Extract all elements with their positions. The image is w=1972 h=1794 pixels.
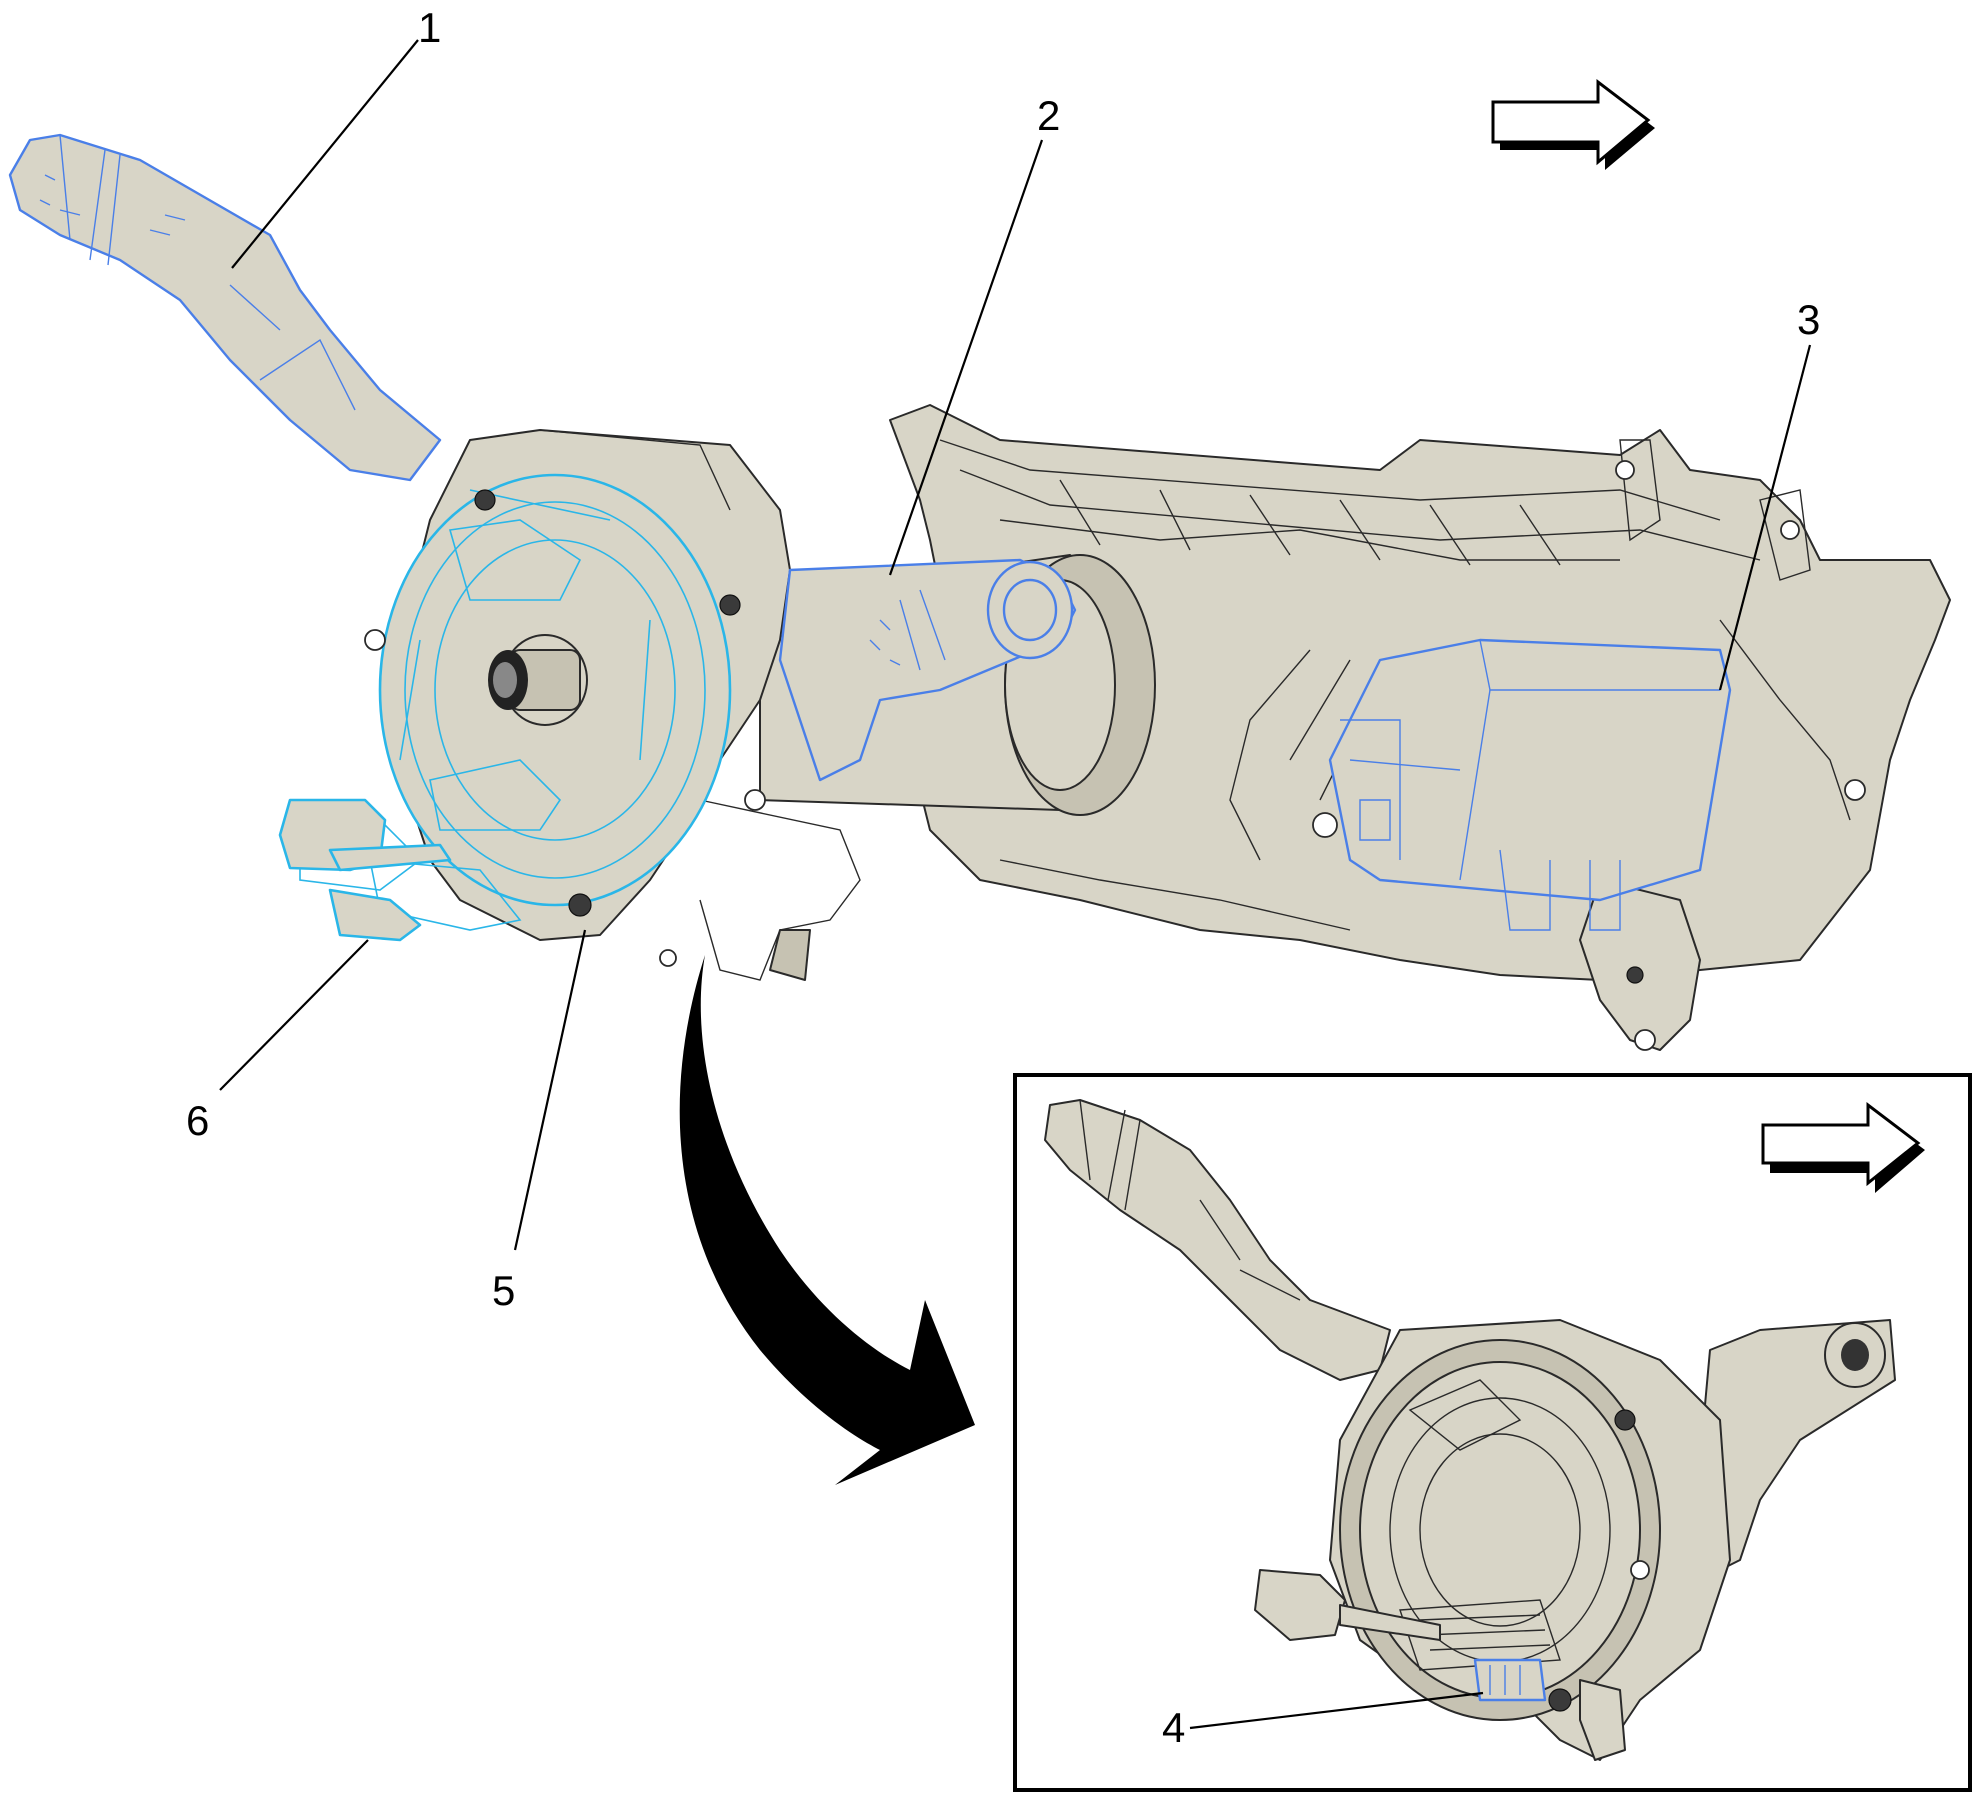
- connector-4: [1473, 1658, 1547, 1702]
- lever-switch-6: [278, 798, 452, 942]
- main-direction-arrow: [1491, 78, 1655, 170]
- curved-arrow-icon: [679, 955, 975, 1485]
- control-module-3: [1328, 638, 1732, 931]
- callout-4: 4: [1162, 1704, 1185, 1751]
- leader-1: [231, 39, 419, 269]
- turn-signal-switch-1: [8, 133, 442, 482]
- callout-2: 2: [1037, 92, 1060, 139]
- callout-1: 1: [418, 4, 441, 51]
- callout-6: 6: [186, 1097, 209, 1144]
- leader-5: [513, 929, 587, 1251]
- callout-3: 3: [1797, 296, 1820, 343]
- callout-5: 5: [492, 1267, 515, 1314]
- steering-column-assembly: [8, 133, 1951, 1051]
- inset-direction-arrow: [1761, 1101, 1925, 1193]
- leader-3: [1718, 344, 1812, 691]
- leader-2: [888, 139, 1044, 576]
- leader-6: [219, 939, 369, 1091]
- wiper-switch-2: [778, 558, 1077, 782]
- clockspring-5: [299, 473, 741, 931]
- inset-view: [1013, 1073, 1972, 1792]
- leader-4: [1189, 1691, 1484, 1730]
